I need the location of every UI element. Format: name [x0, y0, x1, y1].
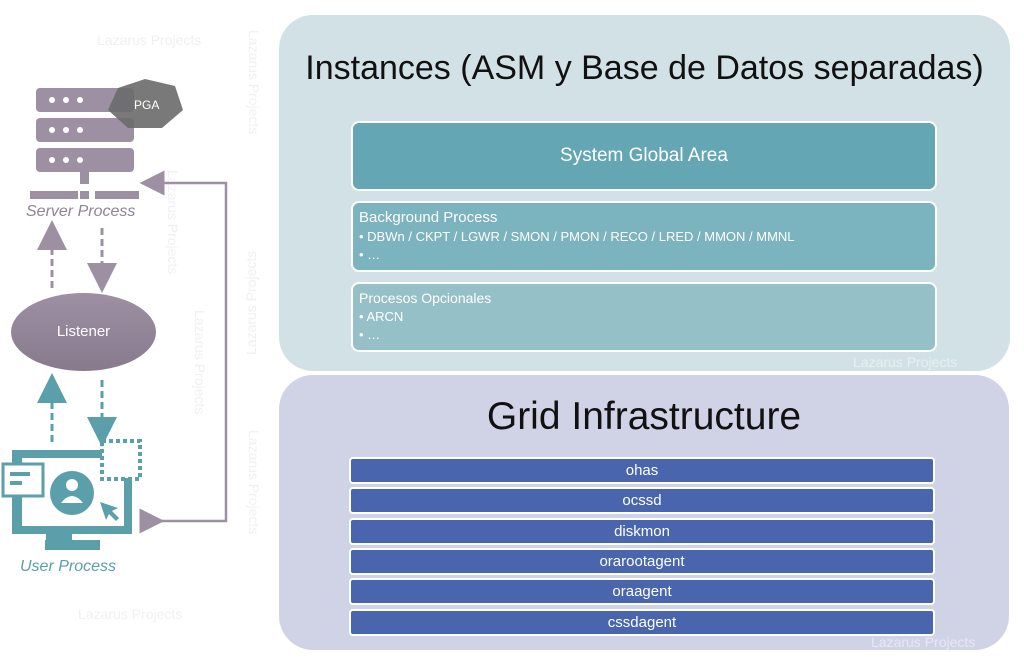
pga-label: PGA — [134, 98, 160, 112]
client-server-diagram — [1, 79, 228, 550]
watermark: Lazarus Projects — [853, 354, 958, 370]
direct-connection-arrow — [139, 170, 228, 534]
optional-process-title: Procesos Opcionales — [359, 290, 492, 306]
sga-box: System Global Area — [351, 121, 937, 191]
list-item: • … — [359, 247, 381, 262]
grid-item-ocssd: ocssd — [349, 487, 935, 514]
server-icon — [30, 88, 139, 199]
grid-item-cssdagent: cssdagent — [349, 609, 935, 636]
listener-node: Listener — [11, 293, 156, 371]
list-item: • … — [359, 327, 381, 342]
watermark: Lazarus Projects — [871, 634, 976, 650]
grid-item-orarootagent: orarootagent — [349, 548, 935, 575]
list-item: • DBWn / CKPT / LGWR / SMON / PMON / REC… — [359, 229, 795, 244]
watermark: Lazarus Projects — [78, 606, 183, 622]
list-item: • ARCN — [359, 309, 404, 324]
grid-item-ohas: ohas — [349, 457, 935, 484]
grid-item-diskmon: diskmon — [349, 518, 935, 545]
computer-user-icon — [1, 439, 142, 550]
listener-label: Listener — [56, 323, 111, 340]
grid-title: Grid Infrastructure — [486, 395, 802, 438]
sga-label: System Global Area — [560, 145, 728, 166]
grid-infrastructure-panel: Grid Infrastructure ohas ocssd diskmon o… — [279, 375, 1009, 650]
optional-process-box: Procesos Opcionales • ARCN • … — [351, 282, 937, 352]
instances-panel: Instances (ASM y Base de Datos separadas… — [279, 15, 1010, 371]
grid-item-oraagent: oraagent — [349, 578, 935, 605]
background-process-box: Background Process • DBWn / CKPT / LGWR … — [351, 201, 937, 272]
watermark: Lazarus Projects — [97, 32, 202, 48]
server-process-label: Server Process — [26, 203, 136, 220]
instances-title: Instances (ASM y Base de Datos separadas… — [305, 49, 984, 87]
user-process-label: User Process — [20, 558, 117, 575]
pga-shape — [108, 79, 183, 128]
background-process-title: Background Process — [359, 209, 498, 226]
